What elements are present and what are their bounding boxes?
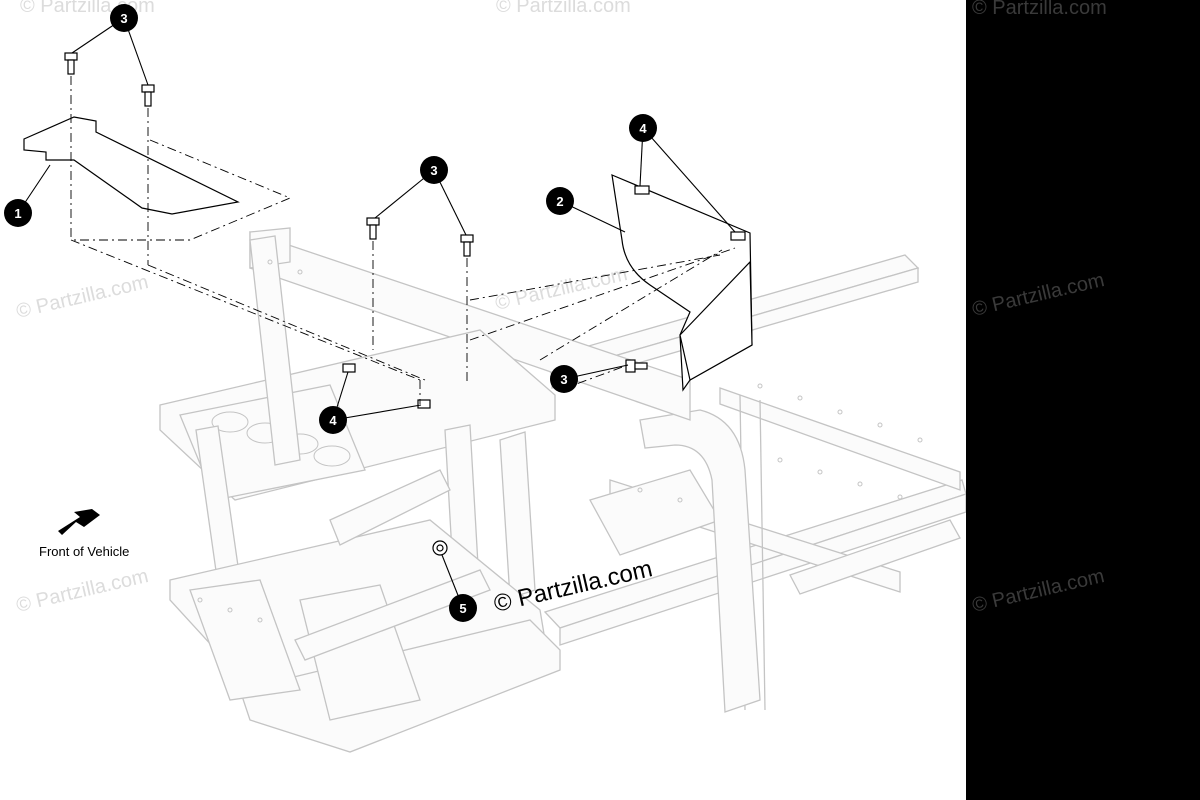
part-3-bolt bbox=[625, 359, 648, 373]
post bbox=[249, 235, 301, 466]
watermark-group: © Partzilla.com © Partzilla.com © Partzi… bbox=[14, 0, 631, 617]
callout-2: 2 bbox=[546, 187, 574, 215]
assembly-lines bbox=[70, 76, 736, 404]
svg-text:3: 3 bbox=[430, 163, 437, 178]
part-4-clip bbox=[342, 363, 356, 373]
part-2-shield-face bbox=[679, 260, 753, 381]
gauge-hole bbox=[211, 411, 249, 433]
side-plate bbox=[189, 579, 301, 701]
watermark: © Partzilla.com bbox=[14, 565, 150, 617]
svg-text:5: 5 bbox=[459, 601, 466, 616]
gauge-hole bbox=[313, 445, 351, 467]
part-1-panel bbox=[23, 116, 240, 215]
svg-text:4: 4 bbox=[639, 121, 647, 136]
frame-holes bbox=[197, 259, 923, 623]
watermark: © Partzilla.com bbox=[970, 269, 1106, 321]
part-4-clip bbox=[417, 399, 431, 409]
callout-3c: 3 bbox=[550, 365, 578, 393]
part-4-clip bbox=[634, 185, 650, 195]
watermark: © Partzilla.com bbox=[493, 263, 629, 315]
cross-member bbox=[789, 519, 961, 595]
right-black-band: © Partzilla.com © Partzilla.com © Partzi… bbox=[966, 0, 1200, 800]
callout-3b: 3 bbox=[420, 156, 448, 184]
watermark: © Partzilla.com bbox=[972, 0, 1107, 19]
callout-5: 5 bbox=[449, 594, 477, 622]
watermark: © Partzilla.com bbox=[970, 565, 1106, 617]
frame-line bbox=[759, 399, 766, 711]
part-5-nut-center bbox=[436, 544, 444, 552]
rear-hoop bbox=[639, 409, 761, 713]
part-3-bolt bbox=[141, 84, 155, 107]
svg-text:4: 4 bbox=[329, 413, 337, 428]
watermark: © Partzilla.com bbox=[496, 0, 631, 17]
part-3-bolt bbox=[366, 217, 380, 240]
svg-text:3: 3 bbox=[120, 11, 127, 26]
watermark: © Partzilla.com bbox=[14, 271, 150, 323]
callout-4b: 4 bbox=[319, 406, 347, 434]
brace bbox=[329, 469, 451, 546]
svg-text:1: 1 bbox=[14, 206, 21, 221]
brace bbox=[294, 569, 491, 661]
band-watermarks: © Partzilla.com © Partzilla.com © Partzi… bbox=[970, 0, 1107, 617]
svg-text:2: 2 bbox=[556, 194, 563, 209]
post bbox=[499, 431, 536, 599]
part-3-bolt bbox=[460, 234, 474, 257]
callout-1: 1 bbox=[4, 199, 32, 227]
callout-4a: 4 bbox=[629, 114, 657, 142]
cross-member bbox=[719, 387, 961, 491]
front-arrow-icon bbox=[58, 509, 100, 535]
part-3-bolt bbox=[64, 52, 78, 75]
part-4-clip bbox=[730, 231, 746, 241]
front-of-vehicle-label: Front of Vehicle bbox=[39, 544, 130, 559]
callout-3a: 3 bbox=[110, 4, 138, 32]
vehicle-frame bbox=[159, 227, 967, 753]
svg-text:3: 3 bbox=[560, 372, 567, 387]
